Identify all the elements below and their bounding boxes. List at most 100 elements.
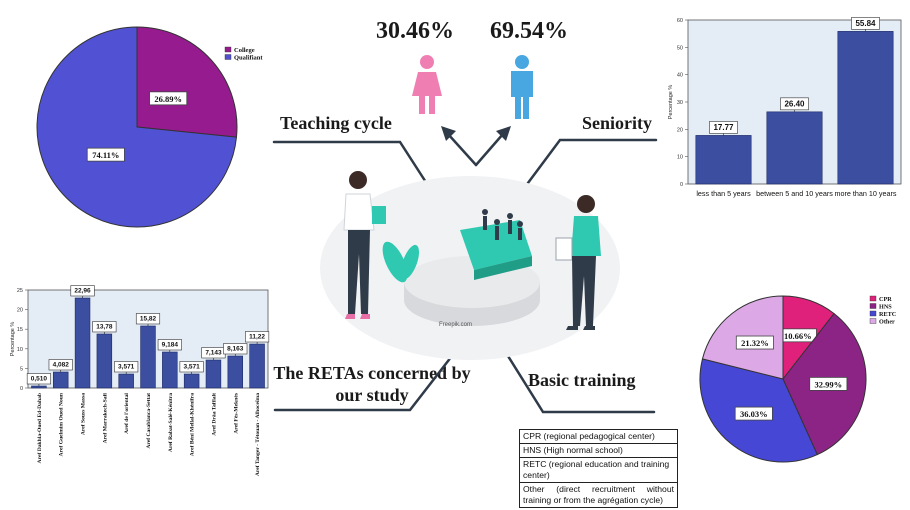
tiny-people [482, 209, 523, 240]
y-tick-label: 0 [20, 386, 23, 392]
plant-icon [382, 241, 420, 283]
x-tick-label: Aref Béni Mellal-Khénifra [190, 393, 196, 456]
x-tick-label: Aref Drâa Tafilalt [211, 393, 217, 436]
woman-figure [343, 171, 386, 319]
bar-label-box [245, 331, 270, 343]
bar-0 [31, 385, 47, 389]
basic-training-connector [501, 346, 656, 414]
y-tick-label: 40 [677, 73, 683, 79]
bar-label-box [780, 97, 809, 111]
left-arrow-head [441, 126, 456, 141]
pie-slice-qualifiant [36, 26, 238, 228]
female-icon [412, 55, 442, 114]
female-percentage: 30.46% [376, 18, 454, 44]
bar-label-box [48, 359, 73, 371]
retas-title: The RETAs concerned by our study [273, 363, 471, 405]
bar-value-label: 17.77 [713, 123, 734, 132]
x-tick-label: Aref Dakhla-Oued Ed-Dahab [37, 393, 43, 463]
legend-label-college: College [234, 47, 255, 54]
pie-illustration [404, 220, 540, 326]
bar-8 [205, 359, 222, 389]
bar-label-box [135, 313, 161, 325]
bar-label-box [179, 361, 204, 373]
slice-label: 21.32% [741, 338, 769, 348]
y-tick-label: 20 [17, 308, 23, 314]
slice-label-box [86, 147, 125, 162]
bar-value-label: 3,571 [183, 364, 200, 371]
seniority-title: Seniority [582, 113, 652, 133]
legend-label-qualifiant: Qualifiant [234, 55, 263, 62]
bar-10 [249, 343, 265, 389]
bar-value-label: 4,082 [53, 361, 70, 368]
legend-label-hns: HNS [879, 304, 892, 311]
bar-5 [140, 325, 156, 389]
slice-label: 74.11% [92, 150, 119, 160]
y-axis-label: Percentage % [10, 322, 16, 357]
legend-row-retc: RETC (regional education and training ce… [519, 457, 678, 483]
x-tick-label: Aref Casablanca-Settat [146, 393, 152, 449]
legend-other: Other (direct recruitment without traini… [519, 482, 678, 508]
freepik-watermark: Freepik.com [439, 322, 472, 328]
y-tick-label: 25 [17, 288, 23, 294]
x-tick-label: Aref Souss Massa [81, 393, 87, 435]
legend-retc: RETC (regional education and training ce… [519, 457, 678, 483]
bar-2 [837, 31, 894, 185]
bar-value-label: 9,184 [162, 341, 179, 348]
pie-slice-college [136, 26, 238, 138]
bar-label-box [709, 121, 738, 134]
bar-value-label: 26.40 [784, 99, 805, 108]
retas-connector [273, 350, 457, 412]
legend-label-cpr: CPR [879, 296, 892, 303]
x-tick-label: Aref Fès-Meknès [233, 392, 239, 434]
bar-label-box [851, 17, 880, 30]
y-tick-label: 60 [677, 18, 683, 24]
basic-training-title: Basic training [528, 370, 636, 390]
x-tick-label: Aref Marrakech-Safi [102, 393, 108, 444]
y-tick-label: 15 [17, 327, 23, 333]
bar-value-label: 11,22 [249, 334, 265, 341]
training-legend-table: CPR (regional pedagogical center) HNS (H… [519, 429, 678, 508]
x-tick-label: between 5 and 10 years [756, 189, 833, 198]
bar-value-label: 13,78 [96, 323, 113, 330]
bar-value-label: 7,143 [205, 349, 222, 356]
bar-1 [766, 111, 823, 185]
legend-row-hns: HNS (High normal school) [519, 443, 678, 458]
y-tick-label: 5 [20, 366, 23, 372]
male-percentage: 69.54% [490, 18, 568, 44]
bar-0 [695, 135, 752, 185]
bar-3 [96, 333, 113, 389]
y-tick-label: 0 [680, 182, 683, 188]
x-tick-label: Aref Tanger - Tétouan - Alhoceïma [255, 393, 261, 476]
bar-label-box [157, 339, 182, 351]
bar-6 [162, 351, 178, 389]
x-tick-label: less than 5 years [696, 189, 751, 198]
bar-label-box [70, 285, 95, 297]
legend-swatch-college [224, 46, 232, 53]
bar-label-box [26, 373, 51, 385]
slice-label: 10.66% [784, 331, 812, 341]
y-tick-label: 10 [17, 347, 23, 353]
slice-label-box [735, 335, 774, 350]
left-arrow-shaft [446, 132, 478, 167]
y-tick-label: 20 [677, 127, 683, 133]
legend-hns: HNS (High normal school) [519, 443, 678, 458]
slice-label: 36.03% [740, 409, 768, 419]
bar-label-box [114, 361, 139, 373]
legend-swatch-cpr [869, 295, 877, 302]
slice-label-box [809, 376, 848, 391]
slice-label: 32.99% [815, 379, 843, 389]
legend-label-retc: RETC [879, 311, 896, 318]
y-tick-label: 50 [677, 45, 683, 51]
bar-value-label: 3,571 [118, 364, 135, 371]
teaching-cycle-title: Teaching cycle [280, 113, 392, 133]
x-tick-label: more than 10 years [835, 189, 897, 198]
right-arrow-shaft [474, 132, 505, 167]
bar-label-box [223, 343, 248, 355]
bar-2 [74, 297, 91, 389]
legend-swatch-hns [869, 303, 877, 309]
bar-9 [227, 355, 243, 389]
seniority-connector [517, 138, 658, 197]
